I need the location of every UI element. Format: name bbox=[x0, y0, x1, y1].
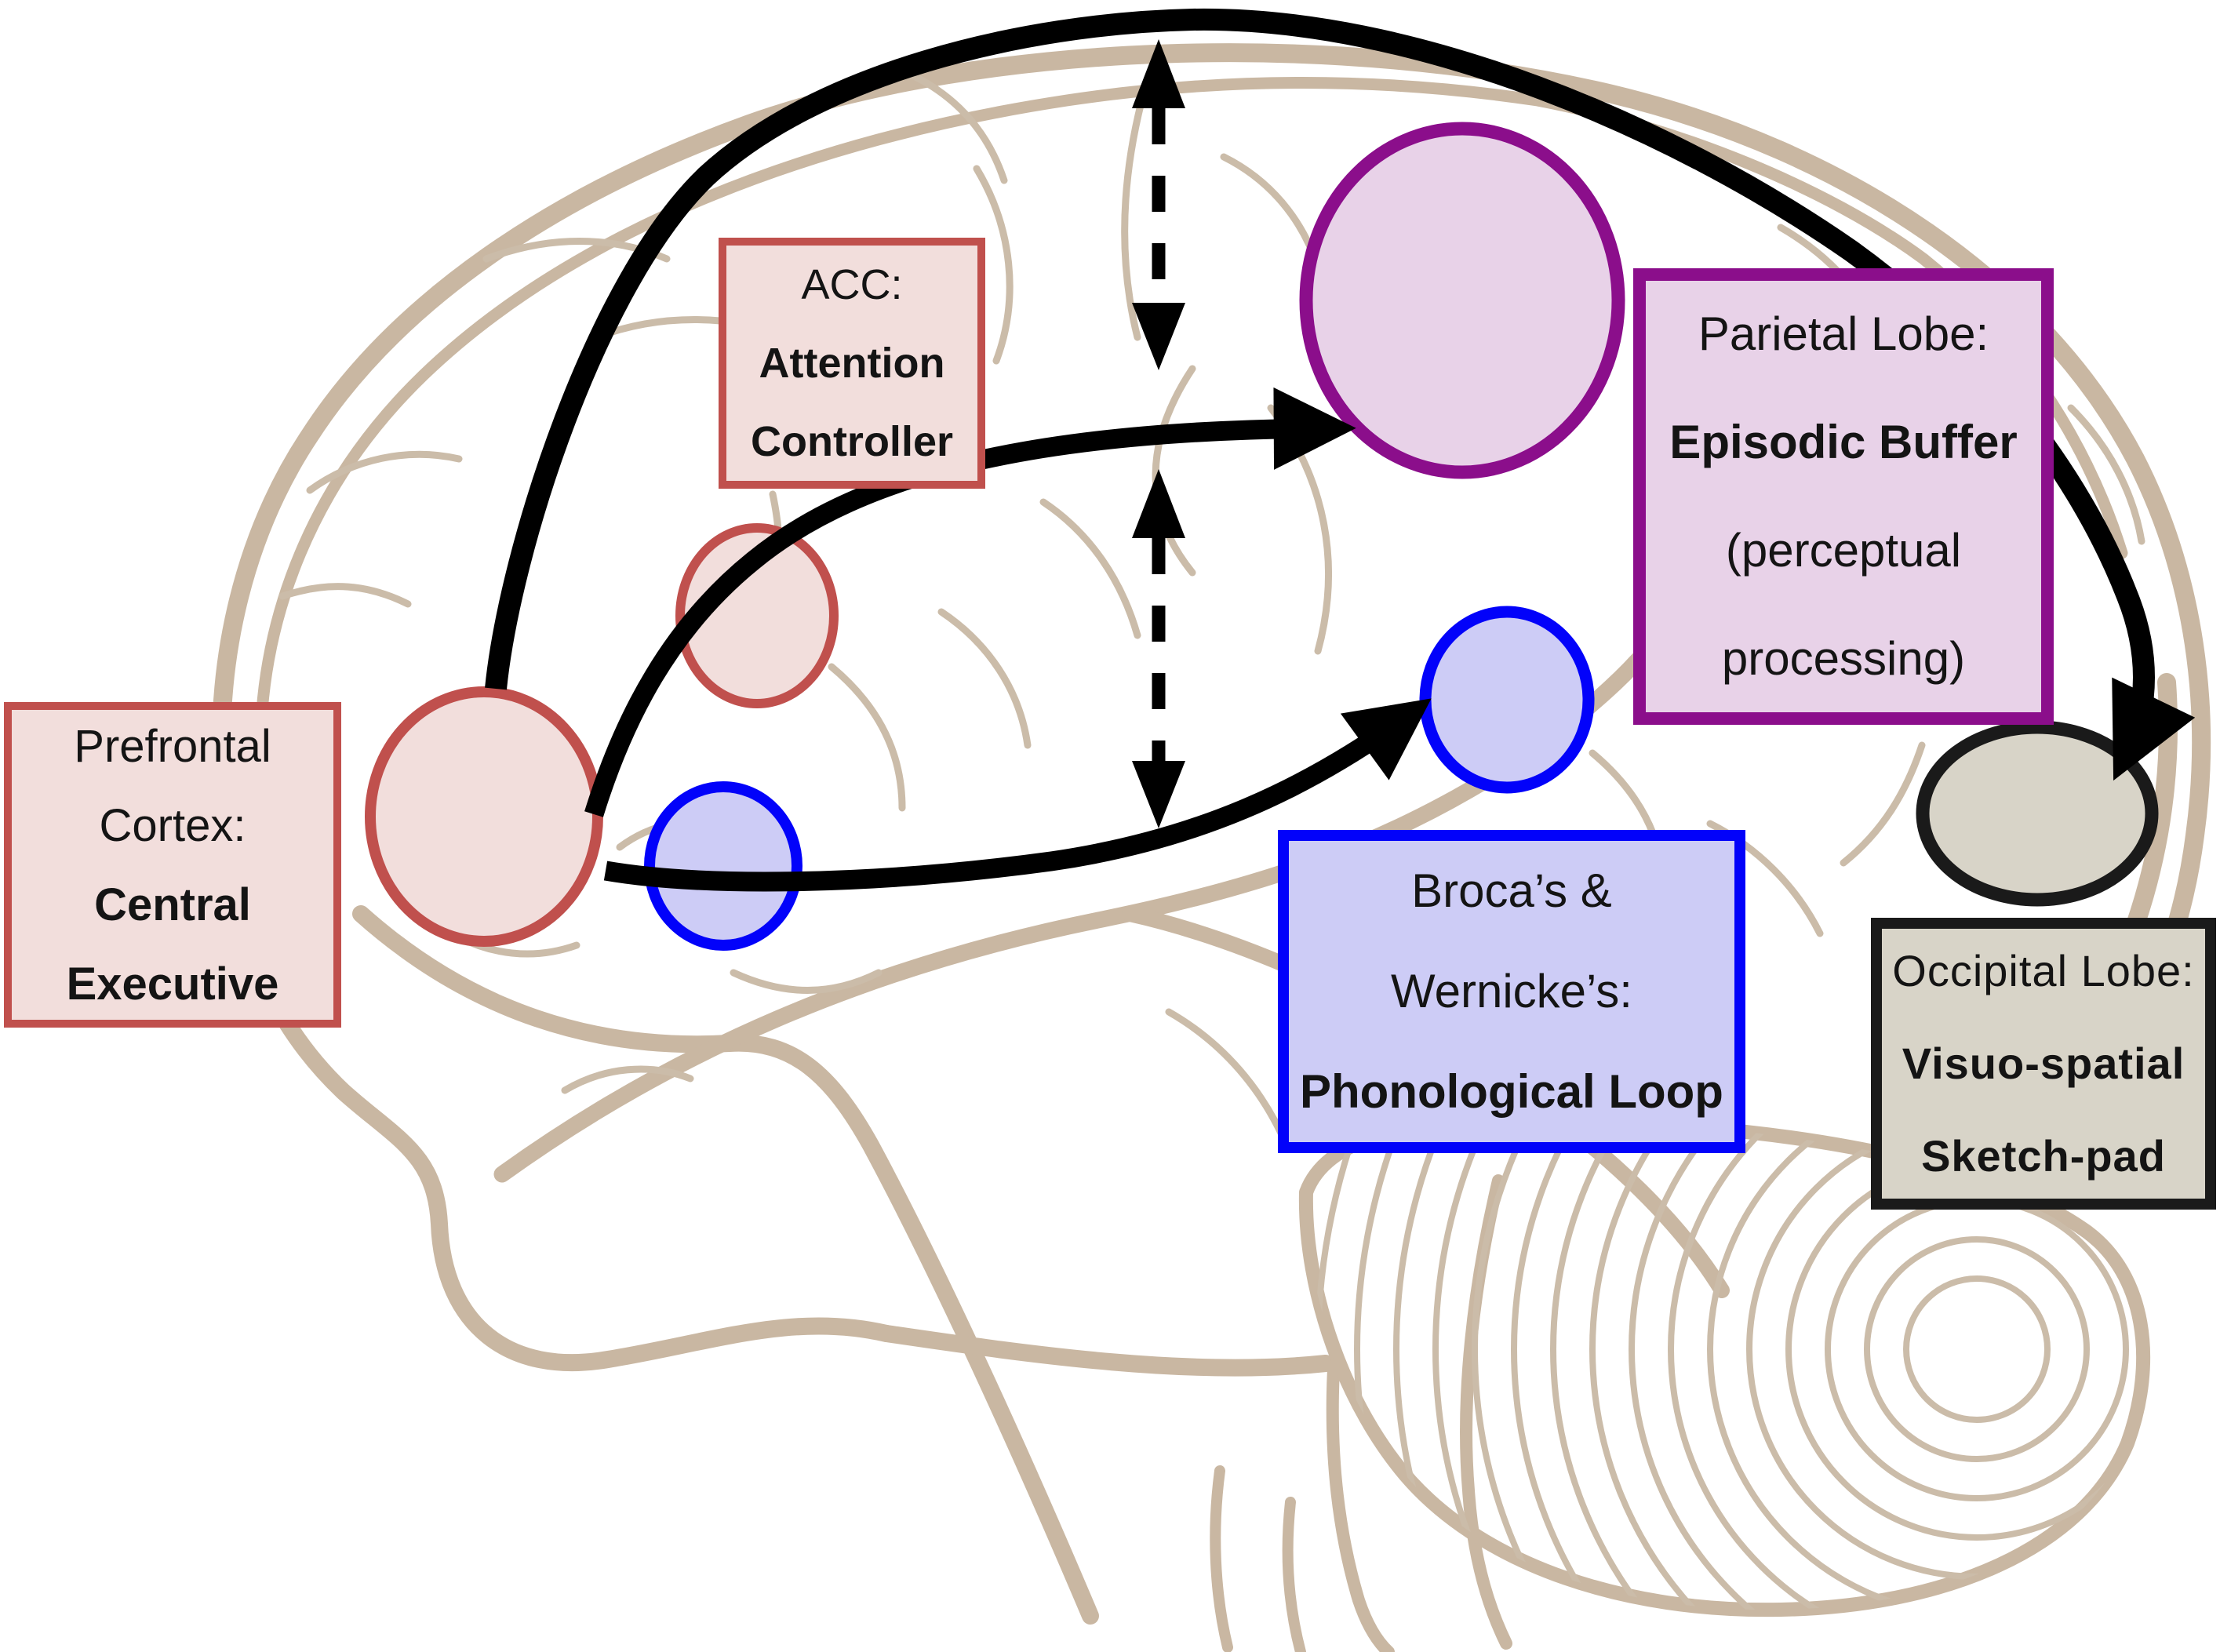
sulcus bbox=[1220, 153, 1322, 271]
prefrontal-circle bbox=[365, 686, 603, 947]
cerebellum-fold-line bbox=[1629, 1119, 2144, 1610]
occipital-line: Occipital Lobe: bbox=[1892, 946, 2195, 995]
sulcus bbox=[973, 165, 1014, 365]
dashed-arrow bbox=[1132, 39, 1185, 828]
cerebellum-fold-line bbox=[1432, 1119, 2144, 1610]
broca-line: Wernicke’s: bbox=[1391, 965, 1632, 1017]
temporal-bottom bbox=[878, 1325, 1334, 1377]
sulcus bbox=[1267, 404, 1332, 655]
occipital-circle bbox=[1916, 720, 2159, 907]
cerebellum-fold-line bbox=[1511, 1119, 2144, 1610]
sulcus bbox=[1165, 1008, 1290, 1149]
label-box-broca: Broca’s & Wernicke’s: Phonological Loop bbox=[1278, 830, 1745, 1153]
arrow-prefrontal-to-wernicke bbox=[603, 698, 1432, 892]
label-box-prefrontal: Prefrontal Cortex: Central Executive bbox=[4, 702, 341, 1028]
cerebellum-fold-line bbox=[1903, 1275, 2051, 1423]
sulcus bbox=[2067, 404, 2145, 545]
label-box-parietal: Parietal Lobe: Episodic Buffer (perceptu… bbox=[1633, 268, 2054, 725]
sulcus bbox=[828, 663, 906, 812]
acc-circle bbox=[675, 523, 839, 708]
broca-line: Broca’s & bbox=[1411, 864, 1612, 917]
acc-line: Attention bbox=[759, 340, 945, 387]
cerebellum-fold-line bbox=[1354, 1119, 2144, 1610]
cerebellum-fold-line bbox=[1393, 1119, 2144, 1610]
cerebellum-fold-line bbox=[1707, 1119, 2144, 1610]
label-box-acc: ACC: Attention Controller bbox=[719, 238, 985, 489]
sulcus bbox=[730, 969, 883, 994]
phonological-circle-left bbox=[644, 781, 802, 951]
occipital-line: Visuo-spatial bbox=[1902, 1039, 2185, 1088]
sulcus bbox=[1121, 98, 1145, 341]
cerebellum-fold-line bbox=[1864, 1236, 2090, 1462]
parietal-line: processing) bbox=[1721, 632, 1966, 685]
sulcus bbox=[306, 450, 463, 494]
sulcus bbox=[561, 1065, 694, 1094]
acc-line: ACC: bbox=[801, 261, 903, 308]
region-circles bbox=[365, 122, 2159, 951]
broca-line: Phonological Loop bbox=[1300, 1065, 1723, 1118]
sulcus bbox=[937, 608, 1032, 749]
dashed-arrow-down-head-2 bbox=[1132, 761, 1185, 828]
cerebellum-fold-line bbox=[1825, 1197, 2129, 1501]
cerebellum-fold-line bbox=[1668, 1119, 2144, 1610]
occipital-line: Sketch-pad bbox=[1921, 1131, 2166, 1181]
episodic-buffer-circle bbox=[1299, 122, 1625, 479]
dashed-arrow-up-head-1 bbox=[1132, 39, 1185, 108]
prefrontal-line: Prefrontal bbox=[74, 720, 271, 772]
cerebellum-fold-line bbox=[1589, 1119, 2144, 1610]
brainstem-line-3 bbox=[1210, 1465, 1233, 1652]
temporal-boundary bbox=[352, 905, 1099, 1625]
sulcus bbox=[1840, 741, 1926, 867]
arrows bbox=[485, 8, 2196, 892]
cortex-inner-line bbox=[254, 77, 2128, 758]
sulcus bbox=[1152, 365, 1196, 577]
phonological-circle-right bbox=[1419, 606, 1595, 794]
parietal-line: Parietal Lobe: bbox=[1698, 307, 1989, 360]
parietal-line: Episodic Buffer bbox=[1669, 416, 2018, 468]
prefrontal-line: Cortex: bbox=[99, 799, 246, 851]
sulcus bbox=[898, 67, 1008, 184]
label-box-occipital: Occipital Lobe: Visuo-spatial Sketch-pad bbox=[1871, 918, 2216, 1210]
brainstem-line-4 bbox=[1282, 1497, 1306, 1652]
cerebellum-fold-line bbox=[1472, 1119, 2144, 1610]
brainstem-line-2 bbox=[1326, 1363, 1395, 1652]
dashed-arrow-down-head-1 bbox=[1132, 303, 1185, 370]
arrow-prefrontal-to-occipital bbox=[485, 8, 2196, 781]
prefrontal-line: Central bbox=[94, 879, 251, 930]
sulcus bbox=[1039, 498, 1141, 639]
acc-line: Controller bbox=[750, 418, 953, 465]
prefrontal-line: Executive bbox=[66, 958, 279, 1010]
cerebellum-fold-line bbox=[1550, 1119, 2144, 1610]
parietal-line: (perceptual bbox=[1725, 524, 1962, 577]
arrow-prefrontal-to-parietal bbox=[584, 387, 1356, 817]
sulcus bbox=[278, 583, 412, 608]
dashed-arrow-up-head-2 bbox=[1132, 469, 1185, 538]
